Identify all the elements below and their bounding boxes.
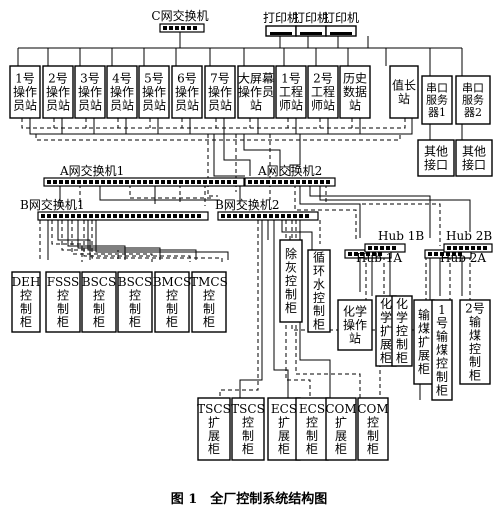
engineer-station-1-label: 1号工程师站 <box>279 72 303 113</box>
coal-expansion-cabinet-label: 输煤扩展柜 <box>418 307 430 376</box>
hub-1a-label: Hub 1A <box>356 251 402 265</box>
operator-station-5-label: 5号操作员站 <box>142 72 166 113</box>
coal-control-cabinet-2: 2号输煤控制柜 <box>459 299 491 385</box>
serial-server-2-label: 串口服务器2 <box>462 81 484 119</box>
operator-station-7: 7号操作员站 <box>204 65 236 119</box>
operator-station-3-label: 3号操作员站 <box>78 72 102 113</box>
printer-label: 打印机 <box>323 11 359 25</box>
printer-3: 打印机 <box>323 11 359 37</box>
chemical-control-cabinet-label: 化学控制柜 <box>396 297 408 365</box>
operator-station-2: 2号操作员站 <box>42 65 74 119</box>
other-interface-2: 其他接口 <box>455 139 493 177</box>
engineer-station-2-label: 2号工程师站 <box>311 72 335 113</box>
ash-removal-cabinet: 除灰控制柜 <box>279 239 303 323</box>
operator-station-6-label: 6号操作员站 <box>175 72 199 113</box>
circulating-water-cabinet: 循环水控制柜 <box>307 249 331 333</box>
operator-station-1: 1号操作员站 <box>9 65 41 119</box>
ash-removal-cabinet-label: 除灰控制柜 <box>285 246 297 315</box>
printer-label: 打印机 <box>263 11 299 25</box>
a-switch-2-label: A网交换机2 <box>257 163 322 178</box>
engineer-station-2: 2号工程师站 <box>307 65 339 119</box>
operator-station-6: 6号操作员站 <box>171 65 203 119</box>
hub-2a-label: Hub 2A <box>440 251 486 265</box>
big-screen-station-label: 大屏幕操作员站 <box>238 72 274 113</box>
operator-station-7-label: 7号操作员站 <box>208 72 232 113</box>
a-switch-1-label: A网交换机1 <box>59 163 124 178</box>
engineer-station-1: 1号工程师站 <box>275 65 307 119</box>
c-switch: C网交换机 <box>151 8 209 33</box>
hub-1b-label: Hub 1B <box>378 229 424 243</box>
connection-lines <box>17 30 471 400</box>
hub-1b: Hub 1B <box>364 229 424 253</box>
chemical-station-label: 化学操作站 <box>343 304 367 346</box>
a-switch-2: A网交换机2 <box>244 163 336 187</box>
coal-expansion-cabinet: 输煤扩展柜 <box>413 299 435 385</box>
hub-2b-label: Hub 2B <box>446 229 492 243</box>
duty-chief-station-label: 值长站 <box>392 77 416 105</box>
b-switch-2-label: B网交换机2 <box>215 197 279 212</box>
c-switch-label: C网交换机 <box>151 8 208 23</box>
serial-server-1-label: 串口服务器1 <box>426 81 448 119</box>
operator-station-3: 3号操作员站 <box>74 65 106 119</box>
chemical-expansion-cabinet-label: 化学扩展柜 <box>380 297 392 365</box>
circulating-water-cabinet-label: 循环水控制柜 <box>313 250 325 331</box>
operator-station-4-label: 4号操作员站 <box>110 72 134 113</box>
operator-station-4: 4号操作员站 <box>106 65 138 119</box>
coal-control-cabinet-2-label: 2号输煤控制柜 <box>465 301 485 382</box>
chemical-station: 化学操作站 <box>337 299 373 351</box>
duty-chief-station: 值长站 <box>389 65 419 119</box>
b-switch-1: B网交换机1 <box>20 197 209 221</box>
b-switch-1-label: B网交换机1 <box>20 197 84 212</box>
serial-server-2: 串口服务器2 <box>455 75 491 125</box>
printer-label: 打印机 <box>293 11 329 25</box>
hub-2b: Hub 2B <box>443 229 493 253</box>
chemical-expansion-cabinet: 化学扩展柜 <box>375 295 397 367</box>
operator-station-5: 5号操作员站 <box>138 65 170 119</box>
operator-station-2-label: 2号操作员站 <box>46 72 70 113</box>
a-switch-1: A网交换机1 <box>43 163 245 187</box>
other-interface-1: 其他接口 <box>417 139 455 177</box>
other-interface-2-label: 其他接口 <box>462 144 486 171</box>
history-data-station-label: 历史数据站 <box>343 72 367 113</box>
other-interface-1-label: 其他接口 <box>424 144 448 171</box>
operator-station-1-label: 1号操作员站 <box>13 72 37 113</box>
b-switch-2: B网交换机2 <box>215 197 319 221</box>
hub-2a: Hub 2A <box>424 249 486 265</box>
chemical-control-cabinet: 化学控制柜 <box>391 295 413 367</box>
big-screen-station: 大屏幕操作员站 <box>237 65 275 119</box>
serial-server-1: 串口服务器1 <box>421 75 453 125</box>
figure-caption: 图 1 全厂控制系统结构图 <box>171 491 328 507</box>
history-data-station: 历史数据站 <box>339 65 371 119</box>
